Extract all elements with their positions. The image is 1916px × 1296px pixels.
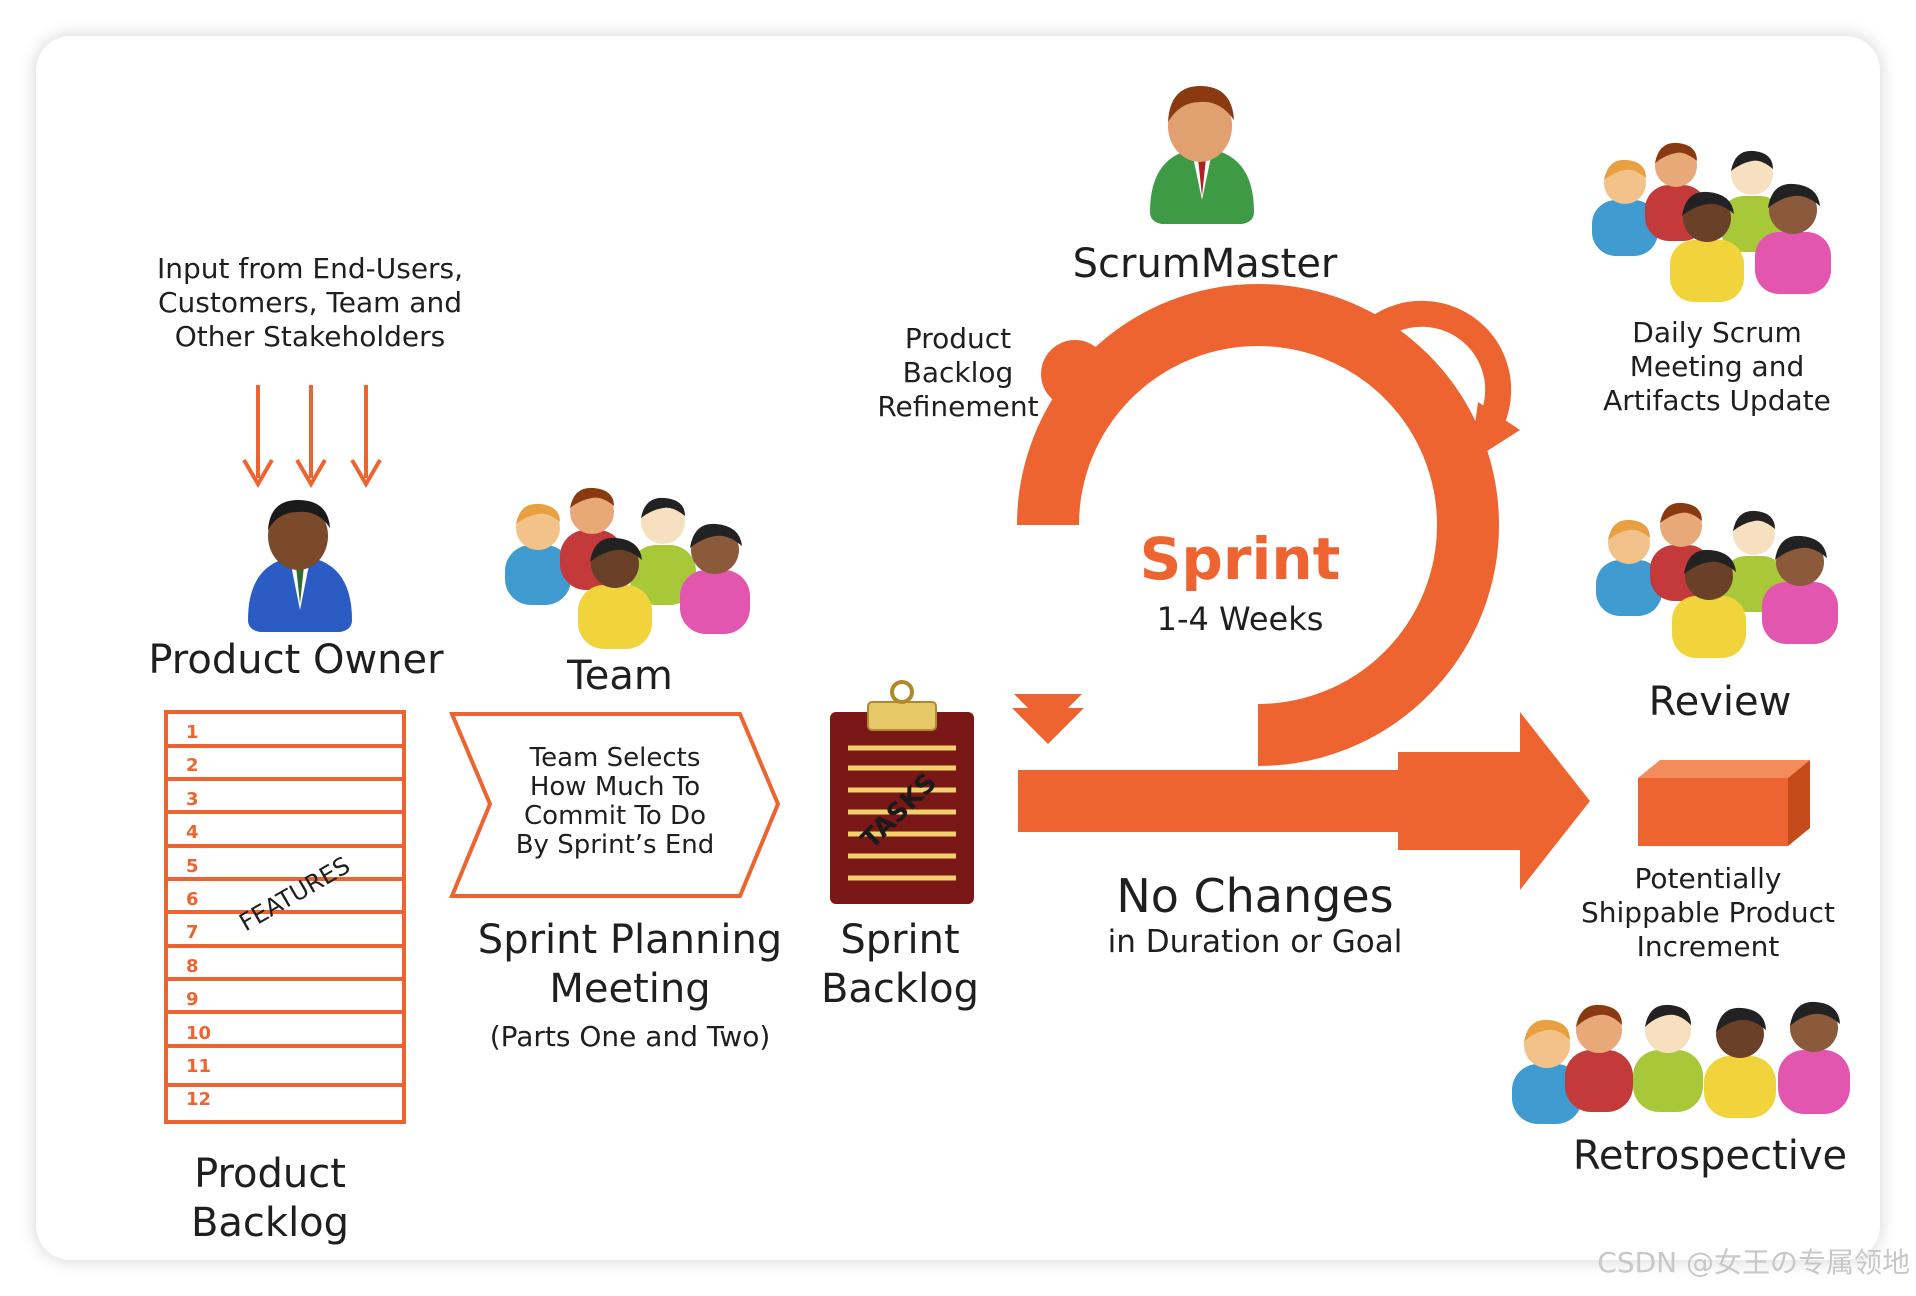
review-team-icon bbox=[1596, 502, 1838, 658]
backlog-row-number: 3 bbox=[186, 788, 199, 810]
backlog-row-number: 8 bbox=[186, 955, 199, 977]
scrum-master-icon bbox=[1150, 86, 1254, 224]
input-arrowhead-2 bbox=[295, 458, 327, 488]
increment-label: Potentially Shippable Product Increment bbox=[1581, 862, 1835, 964]
sprint-title: Sprint bbox=[1139, 525, 1341, 593]
retrospective-label: Retrospective bbox=[1572, 1133, 1848, 1179]
scrum-master-label: ScrumMaster bbox=[1072, 241, 1338, 287]
retrospective-team-icon bbox=[1512, 1001, 1850, 1124]
product-backlog-title: Product Backlog bbox=[190, 1151, 350, 1246]
sprint-backlog-title: Sprint Backlog bbox=[820, 917, 980, 1012]
sprint-planning-title: Sprint Planning Meeting bbox=[477, 917, 783, 1012]
backlog-row-number: 2 bbox=[186, 755, 199, 777]
backlog-row-number: 1 bbox=[186, 722, 199, 743]
backlog-row-number: 10 bbox=[186, 1022, 212, 1044]
planning-chevron bbox=[448, 712, 781, 898]
review-label: Review bbox=[1648, 679, 1792, 725]
input-arrowhead-1 bbox=[242, 458, 274, 488]
watermark: CSDN @女王の专属领地 bbox=[1597, 1246, 1910, 1279]
product-owner-label: Product Owner bbox=[148, 637, 444, 683]
backlog-row-number: 4 bbox=[186, 822, 199, 844]
backlog-row-number: 12 bbox=[186, 1089, 212, 1111]
backlog-row-number: 7 bbox=[186, 922, 199, 944]
clipboard-icon bbox=[830, 680, 974, 904]
team-icon bbox=[505, 487, 750, 649]
backlog-row-number: 6 bbox=[186, 888, 199, 910]
sprint-cycle bbox=[1012, 284, 1590, 890]
backlog-row-number: 9 bbox=[186, 989, 199, 1011]
backlog-row-number: 11 bbox=[186, 1055, 212, 1077]
daily-scrum-team-icon bbox=[1592, 142, 1831, 302]
product-backlog-numbers: 1 2 3 4 5 6 7 8 9 10 11 12 bbox=[186, 722, 246, 1123]
input-arrowhead-3 bbox=[350, 458, 382, 488]
no-changes-title: No Changes bbox=[1116, 869, 1394, 923]
sprint-duration: 1-4 Weeks bbox=[1156, 600, 1324, 638]
planning-arrow-text: Team Selects How Much To Commit To Do By… bbox=[515, 743, 715, 861]
input-text: Input from End-Users, Customers, Team an… bbox=[156, 252, 464, 354]
increment-box-icon bbox=[1638, 760, 1810, 846]
product-backlog-table bbox=[164, 710, 406, 1124]
backlog-refinement-label: Product Backlog Refinement bbox=[877, 322, 1039, 424]
product-owner-icon bbox=[248, 500, 352, 632]
sprint-planning-subtitle: (Parts One and Two) bbox=[489, 1020, 771, 1053]
backlog-row-number: 5 bbox=[186, 855, 199, 877]
no-changes-subtitle: in Duration or Goal bbox=[1107, 924, 1403, 960]
team-label: Team bbox=[567, 653, 673, 699]
input-arrows bbox=[242, 385, 382, 488]
daily-scrum-label: Daily Scrum Meeting and Artifacts Update bbox=[1603, 316, 1831, 418]
